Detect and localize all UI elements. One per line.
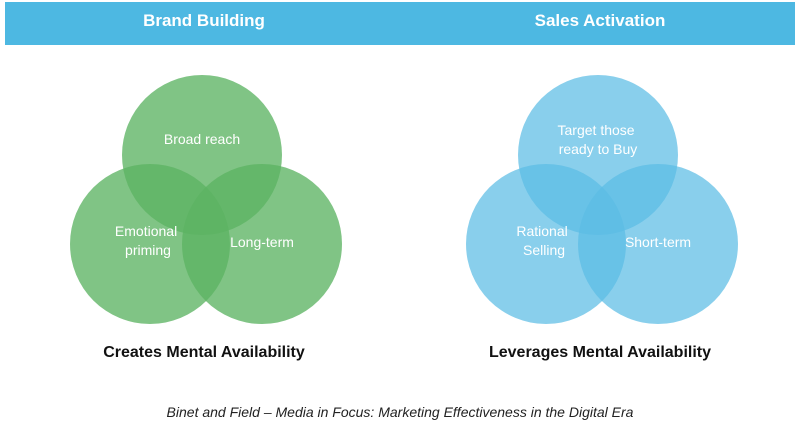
header-bar: [5, 2, 795, 45]
rational-selling-label: Rational Selling: [516, 223, 571, 258]
emotional-priming-circle: [70, 164, 230, 324]
rational-selling-circle: [466, 164, 626, 324]
target-label: Target those ready to Buy: [558, 122, 639, 157]
long-term-label: Long-term: [230, 234, 294, 250]
source-caption: Binet and Field – Media in Focus: Market…: [166, 404, 634, 420]
brand-building-venn: Broad reach Emotional priming Long-term: [70, 75, 342, 324]
broad-reach-label: Broad reach: [164, 131, 240, 147]
long-term-circle: [182, 164, 342, 324]
sales-activation-venn: Target those ready to Buy Rational Selli…: [466, 75, 738, 324]
leverages-mental-availability: Leverages Mental Availability: [488, 344, 711, 361]
short-term-circle: [578, 164, 738, 324]
short-term-label: Short-term: [625, 234, 691, 250]
sales-activation-title: Sales Activation: [534, 11, 666, 30]
emotional-priming-label: Emotional priming: [115, 223, 181, 258]
brand-building-title: Brand Building: [143, 11, 265, 30]
creates-mental-availability: Creates Mental Availability: [103, 344, 305, 361]
